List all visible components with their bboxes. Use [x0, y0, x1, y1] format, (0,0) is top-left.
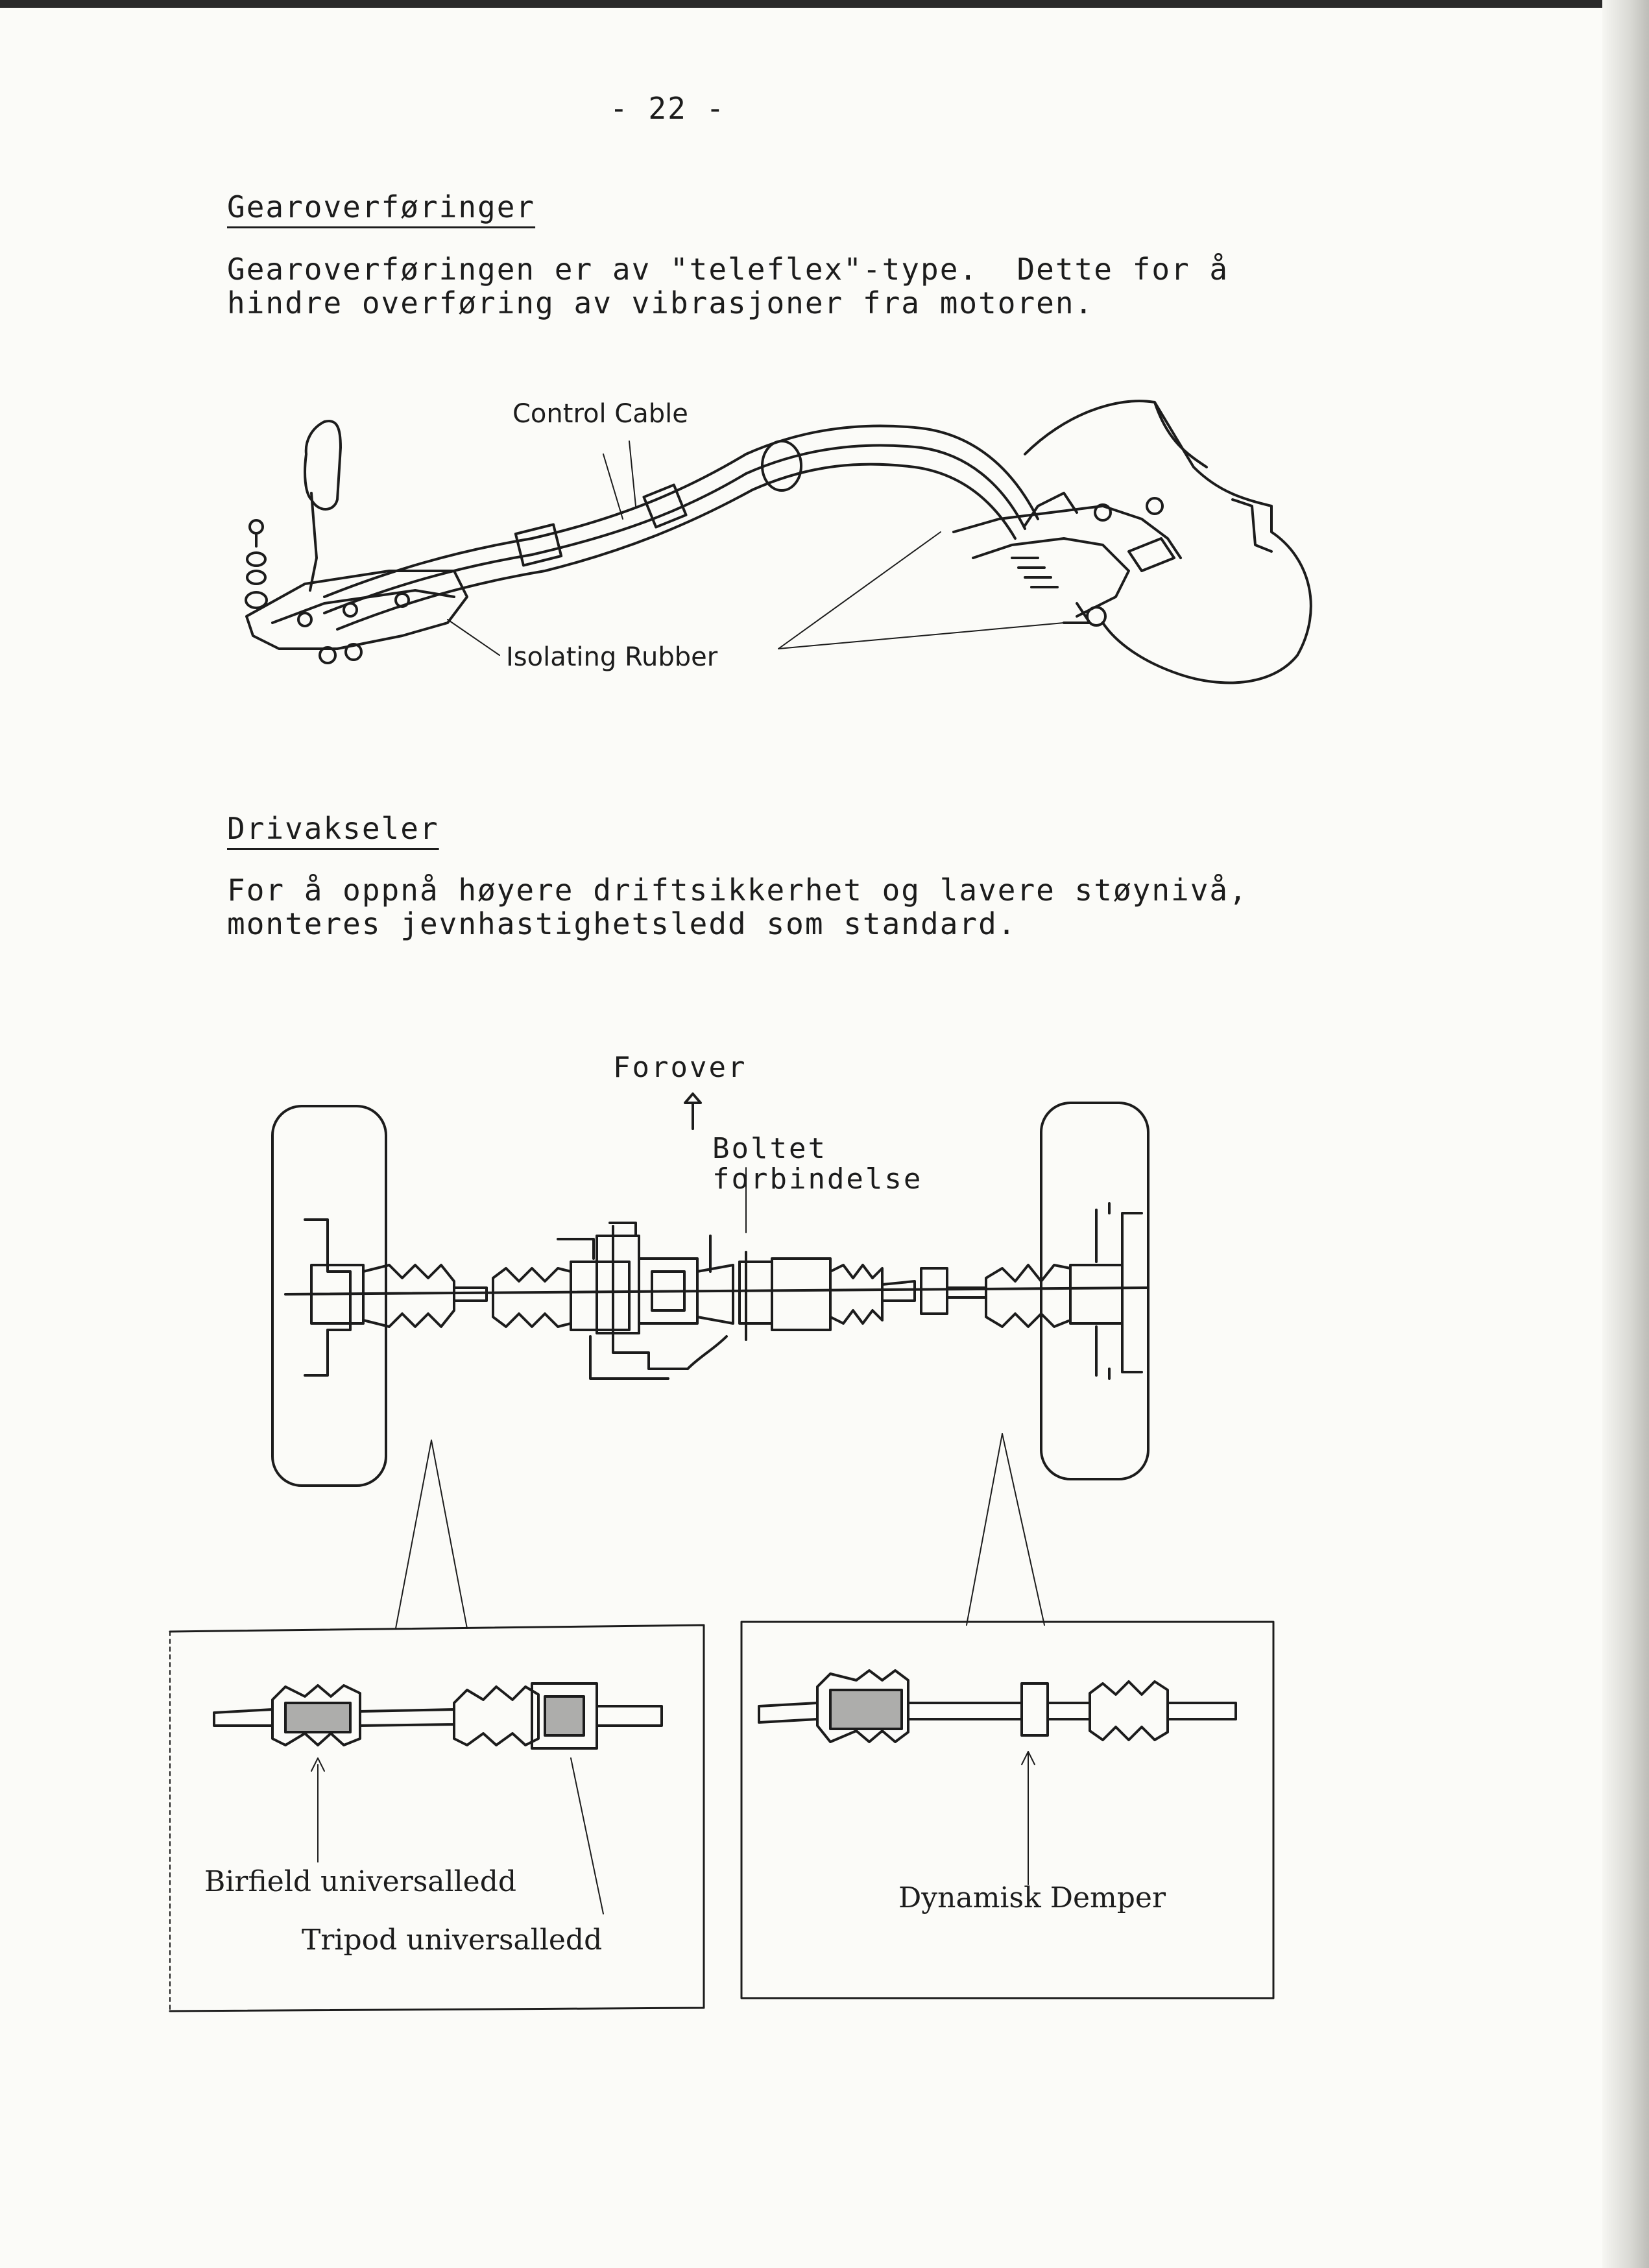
label-tripod-joint: Tripod universalledd — [302, 1924, 603, 1957]
label-birfield-joint: Birfield universalledd — [204, 1865, 517, 1898]
label-bolted-connection-line2: forbindelse — [712, 1163, 923, 1196]
label-dynamic-damper: Dynamisk Demper — [898, 1881, 1166, 1914]
scan-page-edge-shadow — [1602, 0, 1649, 2268]
label-bolted-connection-line1: Boltet — [712, 1132, 827, 1165]
label-isolating-rubber: Isolating Rubber — [506, 642, 718, 672]
section-heading-gear-transmission: Gearoverføringer — [227, 189, 536, 224]
section-body-line: monteres jevnhastighetsledd som standard… — [227, 906, 1017, 941]
section-body-line: Gearoverføringen er av "teleflex"-type. … — [227, 252, 1229, 287]
label-control-cable: Control Cable — [512, 399, 688, 429]
page-number: - 22 - — [610, 91, 726, 126]
section-heading-drive-shafts: Drivakseler — [227, 811, 439, 846]
section-body-line: For å oppnå høyere driftsikkerhet og lav… — [227, 873, 1248, 908]
label-forward: Forover — [613, 1051, 747, 1084]
section-body-line: hindre overføring av vibrasjoner fra mot… — [227, 285, 1094, 320]
scan-top-edge — [0, 0, 1649, 8]
